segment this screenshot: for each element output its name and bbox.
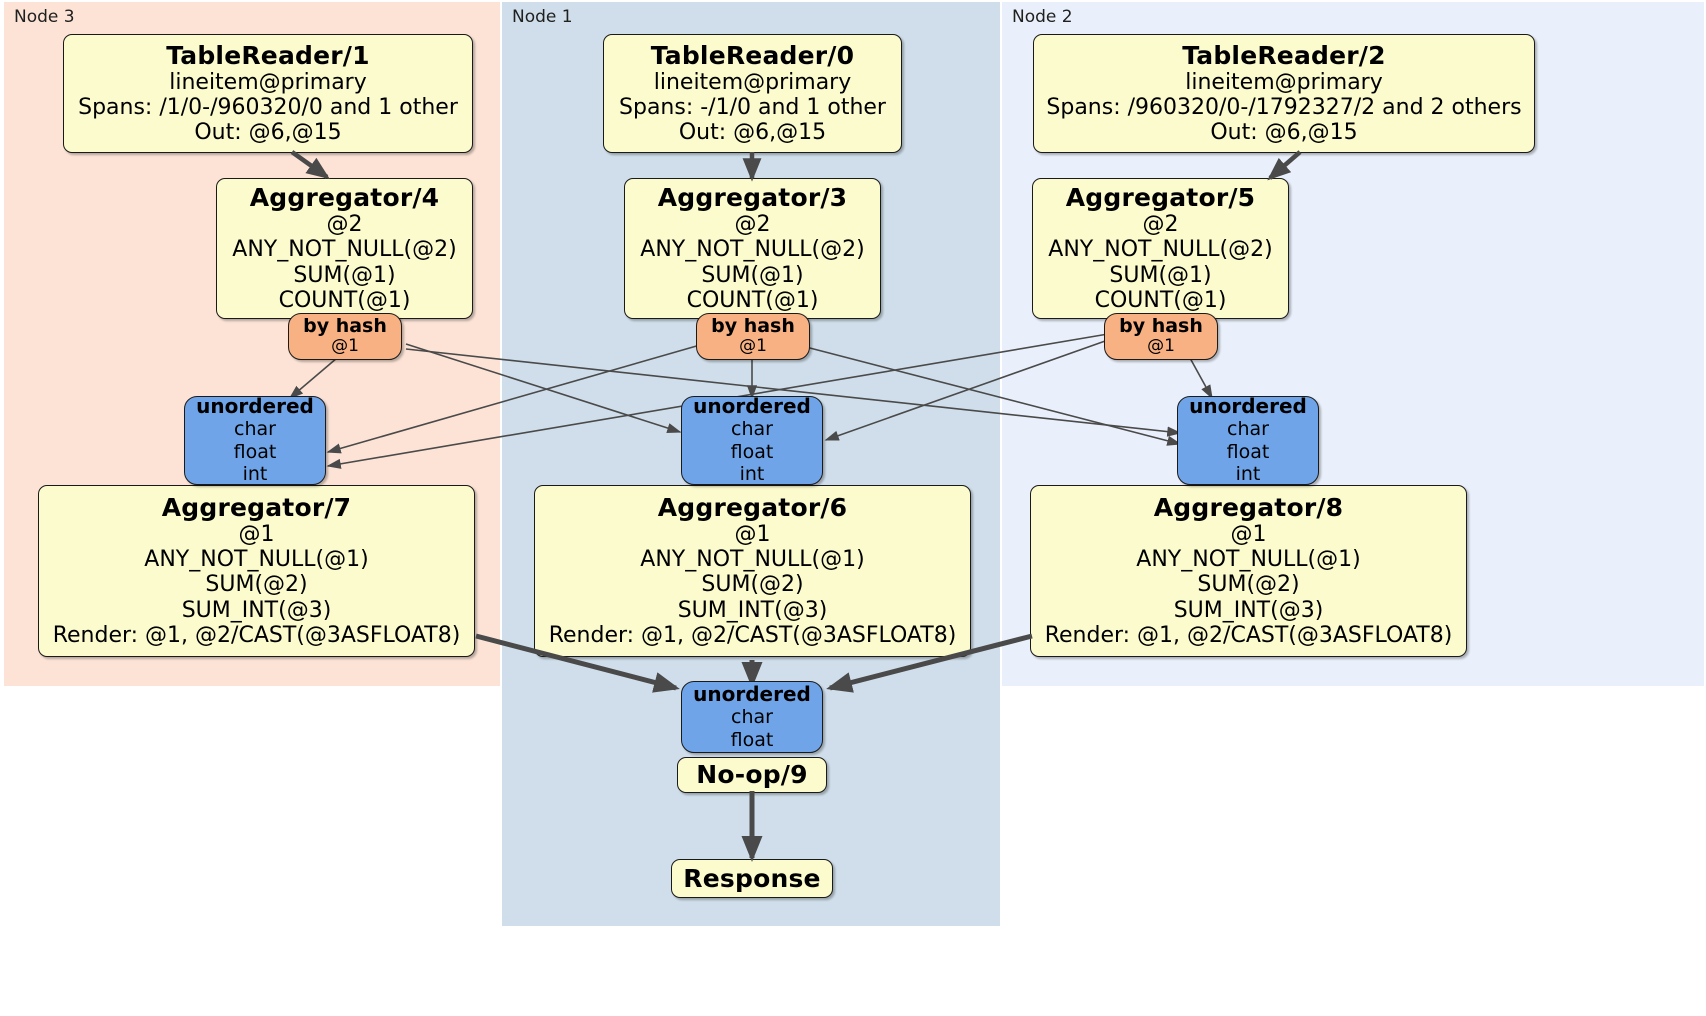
router-title: by hash [1119,315,1203,338]
processor-tablereader-1[interactable]: TableReader/1 lineitem@primary Spans: /1… [63,34,473,153]
processor-detail-line: @2 [734,212,771,238]
processor-detail-line: SUM_INT(@3) [181,597,332,623]
processor-title: No-op/9 [696,760,808,790]
processor-detail-line: SUM(@1) [1109,262,1212,288]
router-detail-line: @1 [739,336,767,357]
processor-detail-line: @1 [238,522,275,548]
processor-aggregator-4[interactable]: Aggregator/4 @2 ANY_NOT_NULL(@2) SUM(@1)… [216,178,473,319]
node-panel-label: Node 2 [1012,7,1073,27]
processor-aggregator-6[interactable]: Aggregator/6 @1 ANY_NOT_NULL(@1) SUM(@2)… [534,485,971,657]
processor-detail-line: ANY_NOT_NULL(@1) [1136,547,1361,573]
processor-detail-line: SUM(@1) [701,262,804,288]
processor-detail-line: @1 [1230,522,1267,548]
synchronizer-type-line: char [1227,417,1269,440]
processor-render-line: Render: @1, @2/CAST(@3ASFLOAT8) [1044,622,1453,648]
synchronizer-type-line: int [739,463,765,486]
processor-detail-line: Out: @6,@15 [194,120,342,146]
processor-detail-line: COUNT(@1) [1094,287,1227,313]
processor-detail-line: @2 [1142,212,1179,238]
router-title: by hash [303,315,387,338]
synchronizer-type-line: float [1226,440,1270,463]
processor-detail-line: SUM(@1) [293,262,396,288]
processor-detail-line: SUM(@2) [205,572,308,598]
processor-detail-line: Spans: /1/0-/960320/0 and 1 other [78,94,458,120]
node-panel-label: Node 3 [14,7,75,27]
processor-title: TableReader/0 [650,40,855,70]
processor-detail-line: @2 [326,212,363,238]
processor-detail-line: lineitem@primary [1185,69,1383,95]
processor-aggregator-8[interactable]: Aggregator/8 @1 ANY_NOT_NULL(@1) SUM(@2)… [1030,485,1467,657]
processor-detail-line: Spans: -/1/0 and 1 other [619,94,886,120]
processor-detail-line: lineitem@primary [653,69,852,95]
synchronizer-title: unordered [1189,393,1307,418]
synchronizer-type-line: char [731,417,773,440]
processor-detail-line: Spans: /960320/0-/1792327/2 and 2 others [1046,94,1522,120]
processor-aggregator-3[interactable]: Aggregator/3 @2 ANY_NOT_NULL(@2) SUM(@1)… [624,178,881,319]
processor-aggregator-5[interactable]: Aggregator/5 @2 ANY_NOT_NULL(@2) SUM(@1)… [1032,178,1289,319]
processor-title: Aggregator/3 [657,183,848,213]
processor-title: TableReader/1 [166,40,370,70]
processor-detail-line: COUNT(@1) [686,287,819,313]
processor-detail-line: lineitem@primary [169,69,367,95]
processor-detail-line: ANY_NOT_NULL(@2) [640,237,865,263]
synchronizer-type-line: float [730,440,774,463]
synchronizer-unordered-right[interactable]: unordered char float int [1177,393,1319,486]
processor-tablereader-0[interactable]: TableReader/0 lineitem@primary Spans: -/… [603,34,902,153]
synchronizer-type-line: float [730,728,774,751]
processor-title: TableReader/2 [1182,40,1386,70]
processor-render-line: Render: @1, @2/CAST(@3ASFLOAT8) [52,622,461,648]
router-by-hash-center[interactable]: by hash @1 [696,313,810,360]
processor-detail-line: ANY_NOT_NULL(@1) [640,547,865,573]
processor-detail-line: ANY_NOT_NULL(@1) [144,547,369,573]
synchronizer-title: unordered [693,681,811,706]
synchronizer-unordered-left[interactable]: unordered char float int [184,393,326,486]
synchronizer-type-line: int [1235,463,1261,486]
processor-title: Aggregator/8 [1153,493,1344,523]
processor-detail-line: Out: @6,@15 [678,120,827,146]
router-title: by hash [711,315,795,338]
processor-title: Aggregator/6 [657,493,848,523]
processor-detail-line: ANY_NOT_NULL(@2) [1048,237,1273,263]
synchronizer-type-line: float [233,440,277,463]
processor-aggregator-7[interactable]: Aggregator/7 @1 ANY_NOT_NULL(@1) SUM(@2)… [38,485,475,657]
processor-tablereader-2[interactable]: TableReader/2 lineitem@primary Spans: /9… [1033,34,1535,153]
processor-detail-line: SUM_INT(@3) [1173,597,1324,623]
processor-detail-line: SUM(@2) [1197,572,1300,598]
router-by-hash-left[interactable]: by hash @1 [288,313,402,360]
synchronizer-unordered-final[interactable]: unordered char float [681,681,823,753]
processor-detail-line: SUM_INT(@3) [677,597,828,623]
processor-detail-line: SUM(@2) [701,572,804,598]
processor-title: Response [683,863,821,893]
synchronizer-unordered-center[interactable]: unordered char float int [681,393,823,486]
router-detail-line: @1 [331,336,359,357]
node-panel-label: Node 1 [512,7,573,27]
router-detail-line: @1 [1147,336,1175,357]
router-by-hash-right[interactable]: by hash @1 [1104,313,1218,360]
synchronizer-title: unordered [196,393,314,418]
processor-response[interactable]: Response [671,859,833,898]
processor-title: Aggregator/7 [161,493,352,523]
synchronizer-type-line: int [242,463,268,486]
synchronizer-title: unordered [693,393,811,418]
processor-noop-9[interactable]: No-op/9 [677,757,827,793]
processor-detail-line: COUNT(@1) [278,287,411,313]
processor-title: Aggregator/4 [249,183,440,213]
processor-render-line: Render: @1, @2/CAST(@3ASFLOAT8) [548,622,957,648]
processor-detail-line: @1 [734,522,771,548]
processor-title: Aggregator/5 [1065,183,1256,213]
processor-detail-line: Out: @6,@15 [1210,120,1358,146]
synchronizer-type-line: char [731,705,773,728]
processor-detail-line: ANY_NOT_NULL(@2) [232,237,457,263]
synchronizer-type-line: char [234,417,276,440]
